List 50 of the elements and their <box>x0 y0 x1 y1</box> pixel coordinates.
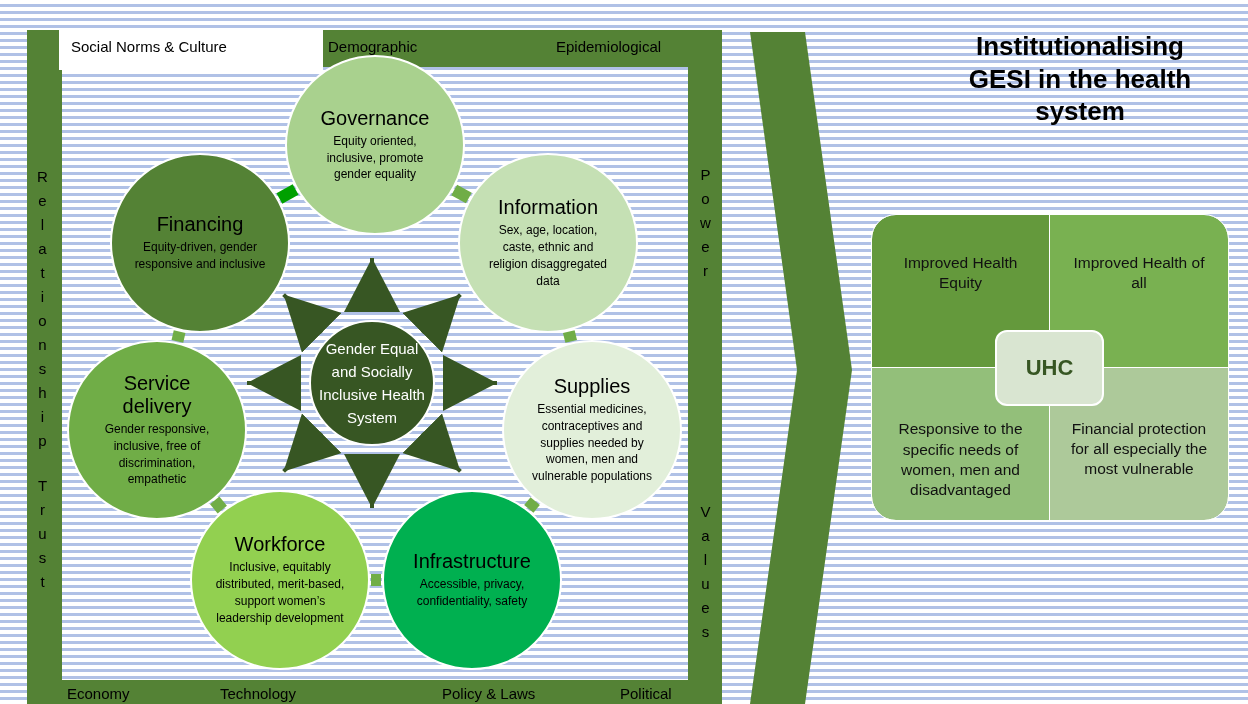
triangle-arrow <box>443 355 497 411</box>
pillar-description: Essential medicines, contraceptives and supplies needed by women, men and vulnerable populations <box>530 401 654 485</box>
vertical-label: Power <box>699 165 712 281</box>
pillar-title: Service delivery <box>121 371 193 418</box>
pillar-description: Sex, age, location, caste, ethnic and religion disaggregated data <box>487 222 609 290</box>
pillar-description: Gender responsive, inclusive, free of discrimination, empathetic <box>103 420 211 489</box>
uhc-label: UHC <box>1025 355 1074 381</box>
pillar-description: Equity-driven, gender responsive and inclusive <box>134 239 266 273</box>
quadrant-text: Responsive to the specific needs of women, men and disadvantaged <box>897 419 1024 500</box>
pillar-description: Inclusive, equitably distributed, merit-based, support women’s leadership development <box>214 559 346 627</box>
frame-label: Political <box>620 685 672 702</box>
frame-label: Social Norms & Culture <box>59 30 323 70</box>
quadrant-text: Financial protection for all especially the most vulnerable <box>1069 418 1209 480</box>
pillar-title: Information <box>497 196 599 220</box>
hub-label: Gender Equal and Socially Inclusive Health System <box>318 338 426 429</box>
quadrant-text: Improved Health Equity <box>902 253 1019 294</box>
connector-bar <box>171 330 186 343</box>
triangle-arrow <box>402 293 462 353</box>
connector-bar <box>451 184 472 204</box>
vertical-label: Relationship <box>36 167 49 451</box>
triangle-arrow <box>282 413 342 473</box>
pillar-description: Equity oriented, inclusive, promote gender equality <box>325 132 425 184</box>
connector-bar <box>276 184 299 204</box>
connector-bar <box>524 497 540 513</box>
quadrant-text: Improved Health of all <box>1072 253 1206 294</box>
frame-label: Economy <box>67 685 130 702</box>
connector-bar <box>562 330 578 343</box>
pillar-title: Supplies <box>553 375 631 398</box>
frame-label: Technology <box>220 685 296 702</box>
frame-label: Epidemiological <box>556 38 662 55</box>
triangle-arrow <box>282 293 342 353</box>
vertical-label: Trust <box>36 476 49 592</box>
pillar-title: Workforce <box>234 533 326 557</box>
triangle-arrow <box>247 355 301 411</box>
uhc-box <box>995 330 1104 406</box>
frame-label: Policy & Laws <box>442 685 536 702</box>
pillar-circle <box>110 153 290 333</box>
triangle-arrow <box>344 258 400 312</box>
triangle-arrow <box>344 454 400 508</box>
pillar-title: Governance <box>320 106 430 130</box>
connector-bar <box>210 496 227 514</box>
connector-bar <box>371 574 381 586</box>
vertical-label: Values <box>699 502 712 642</box>
pillar-circle <box>458 153 638 333</box>
frame-label: Demographic <box>328 38 418 55</box>
diagram-title: Institutionalising GESI in the health system <box>967 30 1193 128</box>
pillar-title: Infrastructure <box>413 550 531 574</box>
pillar-description: Accessible, privacy, confidentiality, safety <box>415 576 529 610</box>
triangle-arrow <box>402 413 462 473</box>
pillar-title: Financing <box>156 213 244 237</box>
